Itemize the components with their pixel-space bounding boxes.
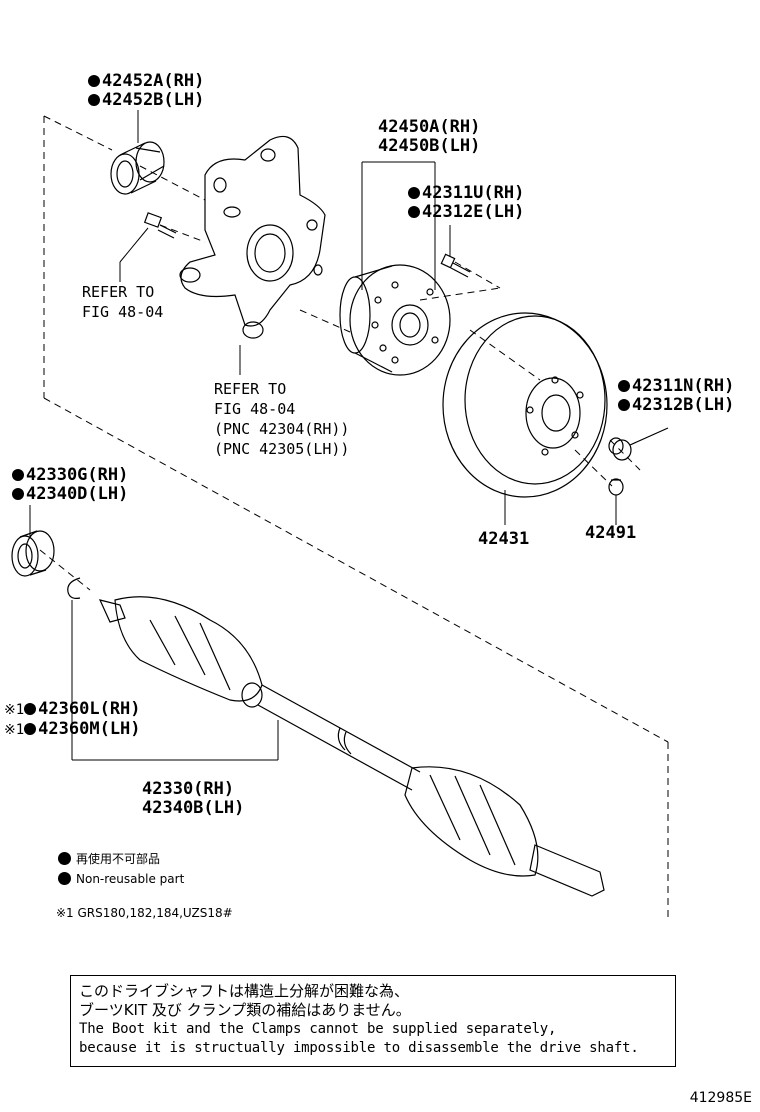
- non-reusable-dot-icon: [24, 723, 37, 735]
- fig-ref-text: FIG 48-04: [82, 303, 164, 321]
- non-reusable-dot-icon: [618, 399, 630, 411]
- non-reusable-dot-icon: [58, 872, 71, 885]
- pnc-lh-text: (PNC 42305(LH)): [214, 440, 350, 458]
- label-42311n: 42311N(RH) 42312B(LH): [618, 377, 734, 415]
- label-42452b: 42452B(LH): [88, 91, 204, 110]
- hub-nut-42311n: [608, 427, 669, 461]
- label-refer-bolt: REFER TO FIG 48-04 (PNC 42304(RH)) (PNC …: [214, 379, 349, 459]
- label-42311n-rh: 42311N(RH): [618, 377, 734, 396]
- non-reusable-dot-icon: [618, 380, 630, 392]
- bearing-42330g: [11, 530, 55, 577]
- non-reusable-dot-icon: [12, 488, 24, 500]
- label-refer-knuckle: REFER TO FIG 48-04: [82, 282, 163, 322]
- footnote: ※1 GRS180,182,184,UZS18#: [56, 906, 233, 920]
- pnc-rh-text: (PNC 42304(RH)): [214, 420, 350, 438]
- hub-bolt-42311u: [440, 253, 471, 278]
- non-reusable-dot-icon: [24, 703, 37, 715]
- label-42452: 42452A(RH) 42452B(LH): [88, 72, 204, 110]
- label-42491: 42491: [585, 523, 637, 543]
- label-42431: 42431: [478, 529, 530, 549]
- note-box: このドライブシャフトは構造上分解が困難な為、 ブーツKIT 及び クランプ類の補…: [70, 975, 676, 1067]
- label-42311u: 42311U(RH) 42312E(LH): [408, 184, 524, 222]
- non-reusable-dot-icon: [408, 187, 420, 199]
- label-42450a: 42450A(RH): [378, 117, 481, 137]
- legend-jp: 再使用不可部品: [58, 850, 160, 867]
- snap-ring: [67, 577, 81, 599]
- non-reusable-dot-icon: [12, 469, 24, 481]
- label-42330g: 42330G(RH) 42340D(LH): [12, 466, 128, 504]
- non-reusable-dot-icon: [88, 75, 100, 87]
- label-42312b-lh: 42312B(LH): [618, 396, 734, 415]
- label-42450b: 42450B(LH): [378, 136, 481, 156]
- label-42450: 42450A(RH) 42450B(LH): [378, 118, 480, 156]
- brake-disc-42431: [442, 312, 608, 498]
- bearing-42452: [110, 141, 165, 195]
- leader-lines: [29, 110, 617, 761]
- refer-to-text: REFER TO: [82, 283, 155, 301]
- steering-knuckle: [179, 135, 326, 339]
- refer-to-text: REFER TO: [214, 380, 287, 398]
- fig-ref-text: FIG 48-04: [214, 400, 296, 418]
- hub-bearing-42450: [339, 264, 451, 376]
- part-42491: [608, 478, 624, 496]
- non-reusable-dot-icon: [408, 206, 420, 218]
- label-42340d-lh: 42340D(LH): [12, 485, 128, 504]
- label-42330g-rh: 42330G(RH): [12, 466, 128, 485]
- bolt-knuckle: [143, 212, 177, 239]
- non-reusable-dot-icon: [88, 94, 100, 106]
- note-jp-line1: このドライブシャフトは構造上分解が困難な為、: [79, 982, 410, 1000]
- note-en-line2: because it is structually impossible to …: [79, 1040, 639, 1056]
- label-42452a: 42452A(RH): [88, 72, 204, 91]
- legend-en: Non-reusable part: [58, 872, 184, 886]
- non-reusable-dot-icon: [58, 852, 71, 865]
- figure-id: 412985E: [689, 1090, 752, 1106]
- label-42330: 42330(RH) 42340B(LH): [142, 780, 244, 818]
- label-42340b-lh: 42340B(LH): [142, 798, 245, 818]
- drive-shaft-42330: [98, 596, 605, 897]
- label-42311u-rh: 42311U(RH): [408, 184, 524, 203]
- label-42330-rh: 42330(RH): [142, 779, 235, 799]
- label-42312e-lh: 42312E(LH): [408, 203, 524, 222]
- note-jp-line2: ブーツKIT 及び クランプ類の補給はありません。: [79, 1001, 411, 1019]
- assembly-dashed-outline: [39, 115, 669, 920]
- note-en-line1: The Boot kit and the Clamps cannot be su…: [79, 1021, 557, 1037]
